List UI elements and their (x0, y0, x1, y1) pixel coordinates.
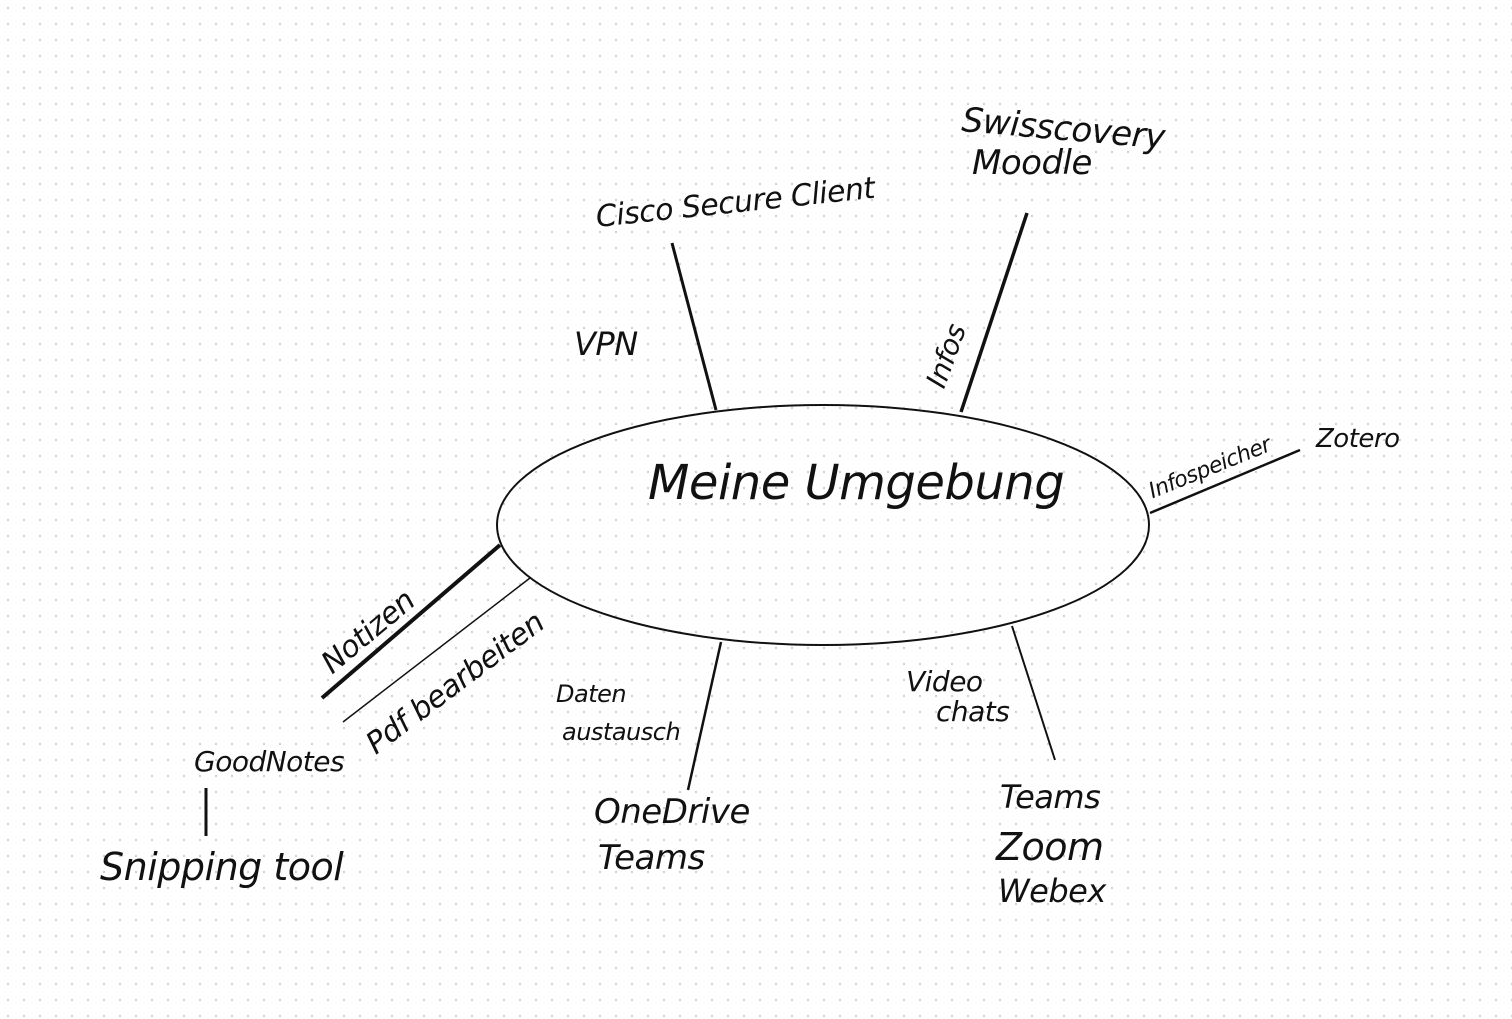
tool-teams-video: Teams (1000, 778, 1101, 816)
edge-daten (686, 641, 723, 791)
edge-label-vpn: VPN (574, 325, 638, 363)
center-label: Meine Umgebung (648, 455, 1065, 511)
edge-infos (959, 212, 1029, 413)
tool-webex: Webex (998, 872, 1106, 910)
tool-zotero: Zotero (1316, 424, 1400, 454)
edge-label-video-2: chats (936, 695, 1010, 728)
tool-teams-daten: Teams (598, 838, 705, 878)
edge-label-daten-2: austausch (562, 718, 681, 746)
tool-onedrive: OneDrive (594, 792, 750, 832)
edge-label-daten-1: Daten (556, 680, 627, 708)
tool-snipping: Snipping tool (100, 845, 344, 889)
tool-goodnotes: GoodNotes (194, 745, 345, 778)
edge-video (1011, 625, 1056, 761)
edge-notizen (320, 543, 502, 700)
center-ellipse (496, 404, 1150, 646)
edge-label-video-1: Video (906, 665, 983, 698)
edge-pdf (342, 577, 531, 723)
tool-moodle: Moodle (972, 143, 1092, 183)
edge-vpn (670, 242, 718, 411)
tool-zoom: Zoom (996, 825, 1104, 869)
edge-infospeicher (1149, 448, 1301, 515)
